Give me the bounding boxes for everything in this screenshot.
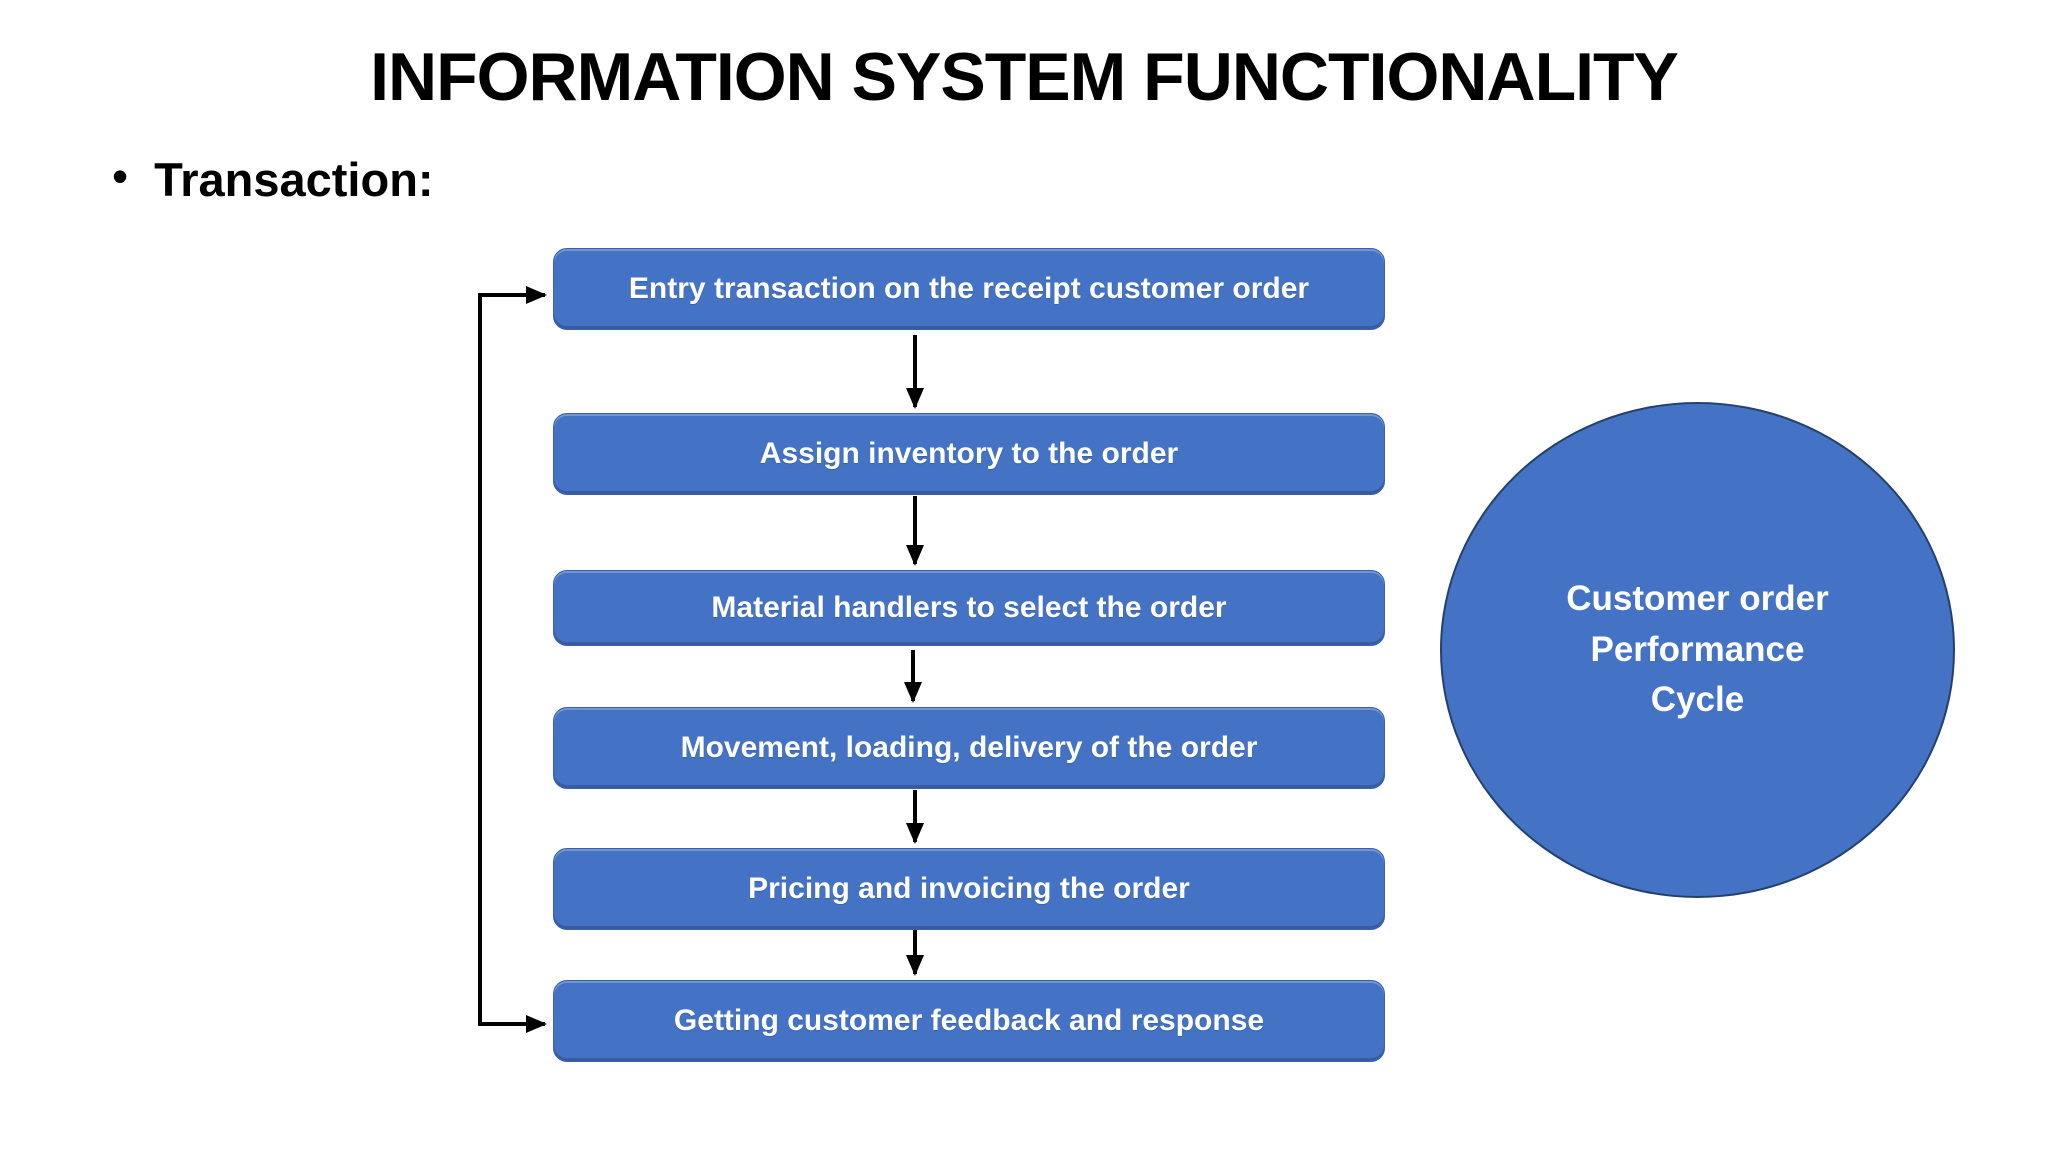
flow-step-entry-transaction: Entry transaction on the receipt custome…	[553, 248, 1385, 330]
flow-step-label: Movement, loading, delivery of the order	[680, 731, 1258, 764]
slide-title: INFORMATION SYSTEM FUNCTIONALITY	[370, 39, 1679, 115]
flow-step-customer-feedback: Getting customer feedback and response	[553, 980, 1385, 1062]
flow-step-movement-loading-delivery: Movement, loading, delivery of the order	[553, 707, 1385, 789]
bullet-label: Transaction:	[154, 153, 434, 206]
bullet-item: • Transaction:	[112, 152, 434, 207]
flow-step-label: Assign inventory to the order	[759, 437, 1179, 470]
flow-step-material-handlers: Material handlers to select the order	[553, 570, 1385, 646]
flow-step-pricing-invoicing: Pricing and invoicing the order	[553, 848, 1385, 930]
circle-label-line: Performance	[1590, 629, 1805, 669]
customer-order-performance-cycle-circle: Customer order Performance Cycle	[1440, 402, 1955, 898]
bullet-dot-icon: •	[112, 149, 129, 202]
flow-step-label: Entry transaction on the receipt custome…	[628, 272, 1310, 305]
flow-step-label: Getting customer feedback and response	[673, 1004, 1265, 1037]
circle-label-line: Customer order	[1566, 578, 1829, 618]
flow-step-assign-inventory: Assign inventory to the order	[553, 413, 1385, 495]
circle-label-line: Cycle	[1650, 680, 1745, 720]
flow-step-label: Pricing and invoicing the order	[748, 872, 1190, 905]
flow-step-label: Material handlers to select the order	[711, 591, 1227, 624]
